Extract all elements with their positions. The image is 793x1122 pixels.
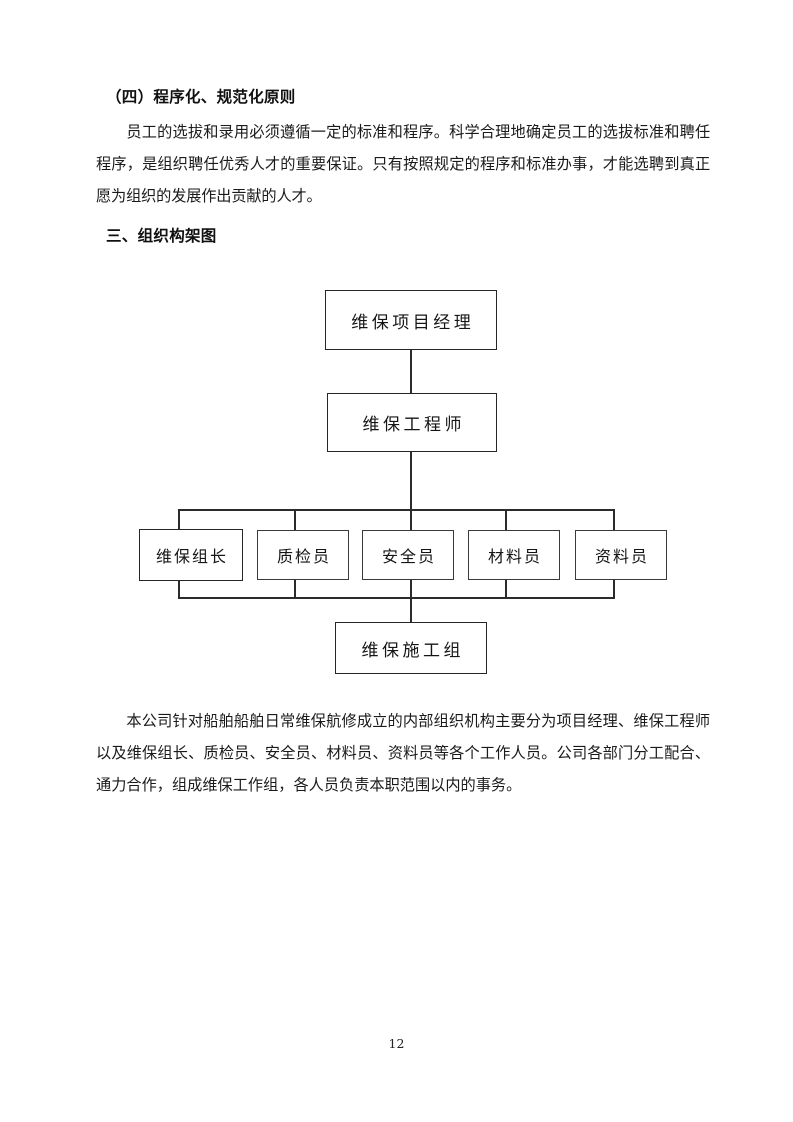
connector-bus-to-crew	[410, 597, 413, 623]
connector-riser-leader	[178, 579, 180, 598]
org-chart-diagram: 维保项目经理 维保工程师 维保组长 质检员 安全员 材料员 资料员	[0, 266, 793, 696]
connector-drop-docs	[613, 509, 615, 542]
page-number: 12	[388, 1036, 405, 1051]
org-node-project-manager: 维保项目经理	[325, 290, 497, 350]
closing-text-block: 本公司针对船舶船舶日常维保航修成立的内部组织机构主要分为项目经理、维保工程师以及…	[96, 705, 710, 801]
org-node-material-clerk: 材料员	[468, 530, 560, 580]
connector-drop-material	[505, 509, 507, 542]
org-node-document-clerk: 资料员	[575, 530, 667, 580]
document-body: （四）程序化、规范化原则 员工的选拔和录用必须遵循一定的标准和程序。科学合理地确…	[96, 84, 710, 249]
org-node-engineer: 维保工程师	[327, 393, 497, 452]
org-node-maintenance-leader: 维保组长	[139, 529, 243, 581]
connector-riser-material	[505, 579, 507, 598]
connector-riser-docs	[613, 579, 615, 598]
org-node-safety-officer: 安全员	[362, 530, 454, 580]
org-node-construction-team: 维保施工组	[335, 622, 487, 674]
section-heading-org-chart: 三、组织构架图	[106, 227, 217, 245]
connector-drop-qc	[294, 509, 296, 542]
paragraph-principle: 员工的选拔和录用必须遵循一定的标准和程序。科学合理地确定员工的选拔标准和聘任程序…	[96, 123, 710, 205]
connector-upper-bus	[178, 509, 615, 511]
paragraph-closing: 本公司针对船舶船舶日常维保航修成立的内部组织机构主要分为项目经理、维保工程师以及…	[96, 712, 710, 794]
connector-drop-safety	[410, 509, 412, 542]
connector-lower-bus	[178, 597, 615, 599]
connector-pm-to-engineer	[410, 350, 413, 393]
section-heading-principle: （四）程序化、规范化原则	[106, 88, 296, 106]
spacer	[96, 212, 710, 223]
connector-riser-qc	[294, 579, 296, 598]
connector-drop-leader	[178, 509, 180, 542]
connector-engineer-to-bus	[410, 452, 413, 511]
connector-riser-safety	[410, 579, 412, 598]
org-node-quality-inspector: 质检员	[257, 530, 349, 580]
